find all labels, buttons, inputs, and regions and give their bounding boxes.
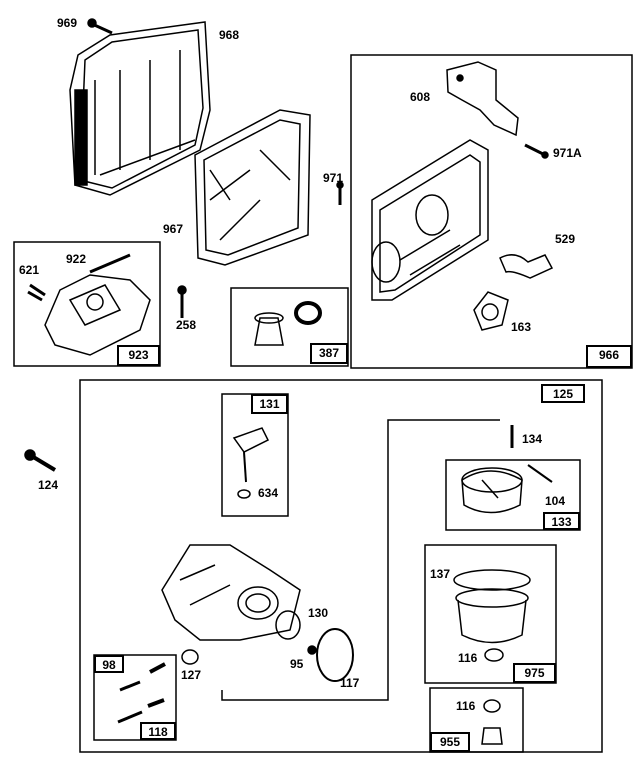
callout-529: 529 bbox=[555, 232, 576, 246]
box-label-923: 923 bbox=[117, 345, 160, 366]
box-label-955: 955 bbox=[430, 732, 470, 752]
washer-116 bbox=[484, 648, 504, 662]
callout-971: 971 bbox=[323, 171, 344, 185]
callout-137: 137 bbox=[430, 567, 451, 581]
screw-95 bbox=[307, 645, 317, 655]
callout-922: 922 bbox=[66, 252, 87, 266]
callout-258: 258 bbox=[176, 318, 197, 332]
callout-634: 634 bbox=[258, 486, 279, 500]
box-label-966: 966 bbox=[586, 345, 632, 368]
callout-116-bowl: 116 bbox=[458, 651, 478, 665]
box-label-131: 131 bbox=[251, 394, 288, 414]
group-box-966 bbox=[350, 54, 633, 369]
screw-971 bbox=[336, 181, 344, 205]
connector-line bbox=[221, 419, 500, 701]
callout-124: 124 bbox=[38, 478, 59, 492]
air-cleaner-base-968 bbox=[69, 21, 211, 196]
bowl-nut-955 bbox=[481, 699, 503, 745]
box-label-125: 125 bbox=[541, 384, 585, 403]
ring-387 bbox=[294, 301, 322, 325]
callout-971a: 971A bbox=[553, 146, 582, 160]
callout-116-nut: 116 bbox=[456, 699, 476, 713]
group-box-main-125 bbox=[79, 379, 603, 753]
bolt-258 bbox=[177, 285, 187, 318]
group-box-387 bbox=[230, 287, 349, 367]
callout-130: 130 bbox=[308, 606, 329, 620]
callout-95: 95 bbox=[290, 657, 304, 671]
group-box-923 bbox=[13, 241, 161, 367]
callout-163: 163 bbox=[511, 320, 532, 334]
callout-967: 967 bbox=[163, 222, 184, 236]
float-bowl-975 bbox=[453, 569, 531, 644]
nozzle-387 bbox=[254, 312, 284, 346]
box-label-975: 975 bbox=[513, 663, 556, 683]
gasket-163 bbox=[473, 291, 509, 331]
linkage-assembly-923 bbox=[27, 253, 151, 356]
group-box-955 bbox=[429, 687, 524, 753]
elbow-tube-529 bbox=[499, 254, 554, 279]
box-label-387: 387 bbox=[310, 343, 348, 364]
pin-104 bbox=[527, 464, 553, 483]
intake-manifold-966 bbox=[371, 139, 489, 301]
float-133 bbox=[461, 467, 523, 514]
group-box-118 bbox=[93, 654, 177, 741]
throttle-shaft-131 bbox=[232, 427, 270, 499]
group-box-133 bbox=[445, 459, 581, 531]
bolt-124 bbox=[24, 449, 57, 472]
gasket-130 bbox=[275, 610, 301, 640]
jets-118 bbox=[117, 662, 166, 724]
callout-968: 968 bbox=[219, 28, 240, 42]
screw-971a bbox=[524, 143, 549, 159]
callout-608: 608 bbox=[410, 90, 431, 104]
callout-117: 117 bbox=[340, 676, 360, 690]
callout-969: 969 bbox=[57, 16, 78, 30]
box-label-98: 98 bbox=[94, 655, 124, 673]
group-box-975 bbox=[424, 544, 557, 684]
oring-117 bbox=[316, 628, 354, 682]
box-label-118: 118 bbox=[140, 722, 176, 740]
carburetor-body bbox=[161, 544, 301, 641]
bracket-608 bbox=[446, 61, 519, 137]
callout-621: 621 bbox=[19, 263, 40, 277]
air-filter-967 bbox=[194, 109, 311, 266]
screw-969 bbox=[87, 18, 113, 35]
callout-104: 104 bbox=[545, 494, 566, 508]
callout-134: 134 bbox=[522, 432, 543, 446]
oring-127 bbox=[181, 649, 199, 665]
box-label-133: 133 bbox=[543, 512, 580, 530]
callout-127: 127 bbox=[181, 668, 202, 682]
